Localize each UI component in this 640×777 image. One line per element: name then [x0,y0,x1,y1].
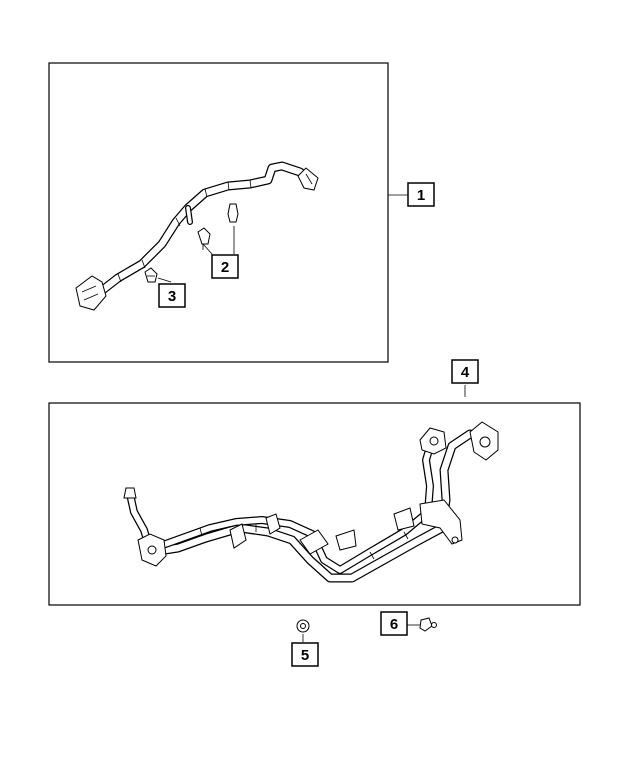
callout-1-label: 1 [417,187,425,204]
callout-3: 3 [158,283,186,308]
part-3-clip [144,267,158,283]
leader-3 [157,277,172,283]
assembly-1-frame [48,62,389,363]
assembly-4-frame [48,402,581,606]
part-2-fittings [197,203,239,250]
callout-2-label: 2 [221,259,229,276]
lower-hose-assembly [123,421,499,583]
callout-6: 6 [380,611,408,636]
callout-5: 5 [291,642,319,667]
callout-5-label: 5 [301,647,309,664]
upper-hose-assembly [75,161,319,311]
part-5-washer [296,619,310,642]
callout-3-label: 3 [168,288,176,305]
callout-1: 1 [407,182,435,207]
callout-6-label: 6 [390,616,398,633]
part-6-nut [406,617,437,632]
callout-4: 4 [451,359,479,384]
callout-2: 2 [211,254,239,279]
callout-4-label: 4 [461,364,470,381]
